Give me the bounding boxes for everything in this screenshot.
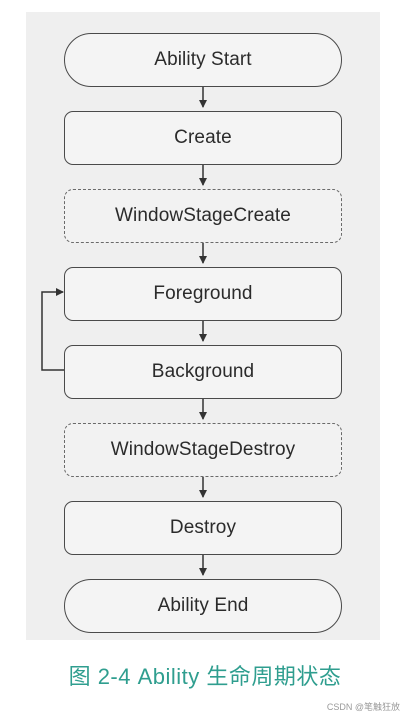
node-window-stage-destroy: WindowStageDestroy [64,423,342,477]
node-destroy: Destroy [64,501,342,555]
node-background: Background [64,345,342,399]
watermark: CSDN @笔触狂放 [326,702,400,712]
node-ability-start: Ability Start [64,33,342,87]
loop-arrow-background-to-foreground [41,288,64,371]
node-foreground: Foreground [64,267,342,321]
node-create: Create [64,111,342,165]
figure-caption: 图 2-4 Ability 生命周期状态 [68,664,342,689]
node-window-stage-create: WindowStageCreate [64,189,342,243]
node-ability-end: Ability End [64,579,342,633]
